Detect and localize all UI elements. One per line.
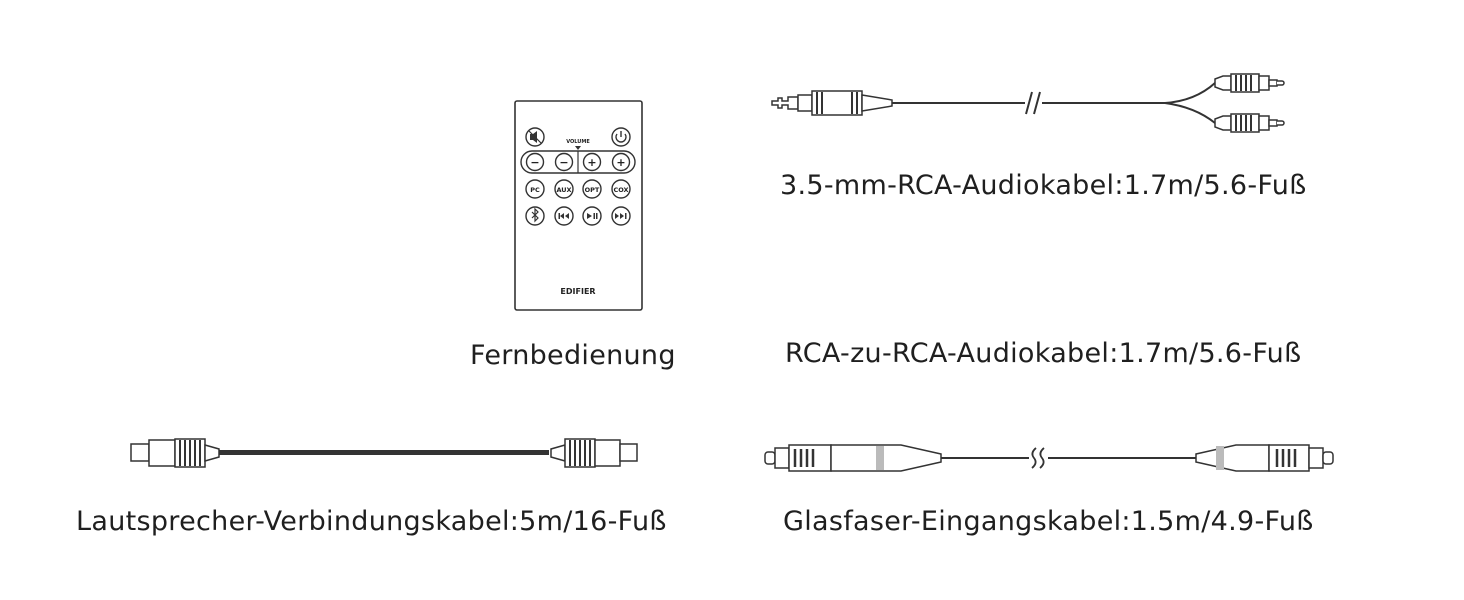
mute-icon bbox=[525, 127, 545, 147]
remote-caption: Fernbedienung bbox=[470, 340, 676, 371]
power-icon bbox=[611, 127, 631, 147]
previous-icon bbox=[554, 206, 574, 226]
svg-text:−: − bbox=[559, 156, 568, 169]
svg-text:OPT: OPT bbox=[585, 186, 600, 194]
aux-button: AUX bbox=[554, 179, 574, 199]
next-icon bbox=[611, 206, 631, 226]
speaker-cable-illustration bbox=[130, 438, 638, 468]
opt-button: OPT bbox=[582, 179, 602, 199]
svg-text:AUX: AUX bbox=[556, 186, 571, 194]
volume-down-button-1: − bbox=[525, 152, 545, 172]
volume-up-button-2: + bbox=[611, 152, 631, 172]
speaker-cable-caption: Lautsprecher-Verbindungskabel:5m/16-Fuß bbox=[76, 506, 667, 537]
cox-button: COX bbox=[611, 179, 631, 199]
play-pause-icon bbox=[582, 206, 602, 226]
remote-brand-logo: EDIFIER bbox=[560, 287, 595, 296]
optical-cable-caption: Glasfaser-Eingangskabel:1.5m/4.9-Fuß bbox=[783, 506, 1314, 537]
rca-rca-cable-caption: RCA-zu-RCA-Audiokabel:1.7m/5.6-Fuß bbox=[785, 338, 1302, 369]
svg-text:COX: COX bbox=[613, 186, 628, 194]
svg-text:+: + bbox=[616, 156, 625, 169]
pc-button: PC bbox=[525, 179, 545, 199]
svg-text:PC: PC bbox=[530, 186, 540, 194]
bluetooth-icon bbox=[525, 206, 545, 226]
volume-label: VOLUME bbox=[566, 139, 590, 145]
optical-cable-illustration bbox=[764, 444, 1334, 472]
svg-text:−: − bbox=[530, 156, 539, 169]
volume-down-button-2: − bbox=[554, 152, 574, 172]
volume-up-button-1: + bbox=[582, 152, 602, 172]
svg-text:+: + bbox=[587, 156, 596, 169]
aux-rca-cable-caption: 3.5-mm-RCA-Audiokabel:1.7m/5.6-Fuß bbox=[780, 170, 1307, 201]
aux-rca-cable-illustration bbox=[771, 73, 1285, 133]
remote-control-illustration: VOLUME − − + + PC AUX OPT COX EDIFIER bbox=[514, 100, 643, 311]
